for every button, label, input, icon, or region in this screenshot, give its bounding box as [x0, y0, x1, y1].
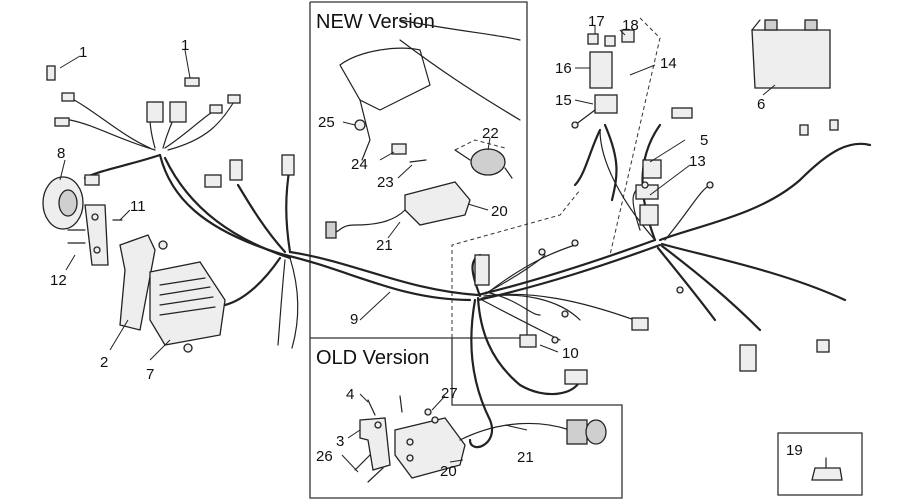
callout-5: 5	[700, 132, 708, 149]
old-version-frame: OLD Version	[309, 338, 623, 499]
horn-bracket	[67, 204, 123, 266]
callout-12: 12	[50, 272, 67, 289]
spacer-24	[391, 143, 407, 155]
regulator-bracket	[119, 234, 168, 331]
screws-old-26	[354, 454, 384, 483]
bolts-old-4	[367, 395, 403, 416]
callout-10: 10	[562, 345, 579, 362]
frame-outline-new	[339, 19, 521, 161]
callouts: 1 1 2 3 4 5 6 7 8 9 10 11 12 13 14 15 16…	[50, 13, 803, 480]
new-version-label: NEW Version	[316, 11, 435, 33]
callout-9: 9	[350, 311, 358, 328]
callout-4: 4	[346, 386, 354, 403]
connector-15	[574, 94, 618, 126]
callout-18: 18	[622, 17, 639, 34]
main-wiring-harness	[64, 94, 872, 449]
dashed-link-harness	[451, 189, 581, 338]
callout-19: 19	[786, 442, 803, 459]
callout-21-new: 21	[376, 237, 393, 254]
leader-lines	[59, 25, 776, 473]
terminal-connectors-right	[474, 107, 839, 385]
dashed-link-relay	[609, 17, 661, 256]
cdi-unit-old	[394, 417, 607, 479]
connector-16	[589, 51, 613, 89]
bulb-right	[184, 77, 241, 114]
battery-6	[751, 19, 831, 89]
callout-25: 25	[318, 114, 335, 131]
inset-19-frame	[777, 432, 863, 496]
screw-23	[409, 159, 427, 163]
callout-14: 14	[660, 55, 677, 72]
callout-1-left: 1	[79, 44, 87, 61]
top-hub-connectors	[146, 101, 187, 123]
callout-24: 24	[351, 156, 368, 173]
callout-8: 8	[57, 145, 65, 162]
cdi-unit-new	[325, 181, 471, 239]
callout-22: 22	[482, 125, 499, 142]
fuse-box-13	[635, 184, 659, 226]
screw-25	[354, 119, 366, 131]
callout-15: 15	[555, 92, 572, 109]
bracket-old-3	[359, 417, 391, 471]
callout-20-new: 20	[491, 203, 508, 220]
callout-27: 27	[441, 385, 458, 402]
callout-2: 2	[100, 354, 108, 371]
dashed-link-sensor	[454, 139, 506, 151]
voltage-regulator	[149, 261, 226, 353]
callout-21-old: 21	[517, 449, 534, 466]
callout-20-old: 20	[440, 463, 457, 480]
relay-5	[642, 159, 662, 179]
callout-1-right: 1	[181, 37, 189, 54]
callout-16: 16	[555, 60, 572, 77]
callout-23: 23	[377, 174, 394, 191]
callout-17: 17	[588, 13, 605, 30]
callout-26: 26	[316, 448, 333, 465]
callout-13: 13	[689, 153, 706, 170]
callout-7: 7	[146, 366, 154, 383]
bulb-left	[46, 65, 75, 127]
sensor-22	[454, 148, 513, 179]
horn	[42, 174, 100, 230]
relay-17-18	[587, 29, 635, 47]
item-10	[519, 334, 537, 348]
washers-old-27	[424, 408, 439, 424]
item-19-part	[811, 457, 843, 481]
ground-terminals	[538, 121, 714, 344]
callout-11: 11	[130, 198, 146, 215]
callout-3: 3	[336, 433, 344, 450]
old-version-label: OLD Version	[316, 347, 429, 369]
regulator-connectors	[204, 154, 295, 188]
callout-6: 6	[757, 96, 765, 113]
